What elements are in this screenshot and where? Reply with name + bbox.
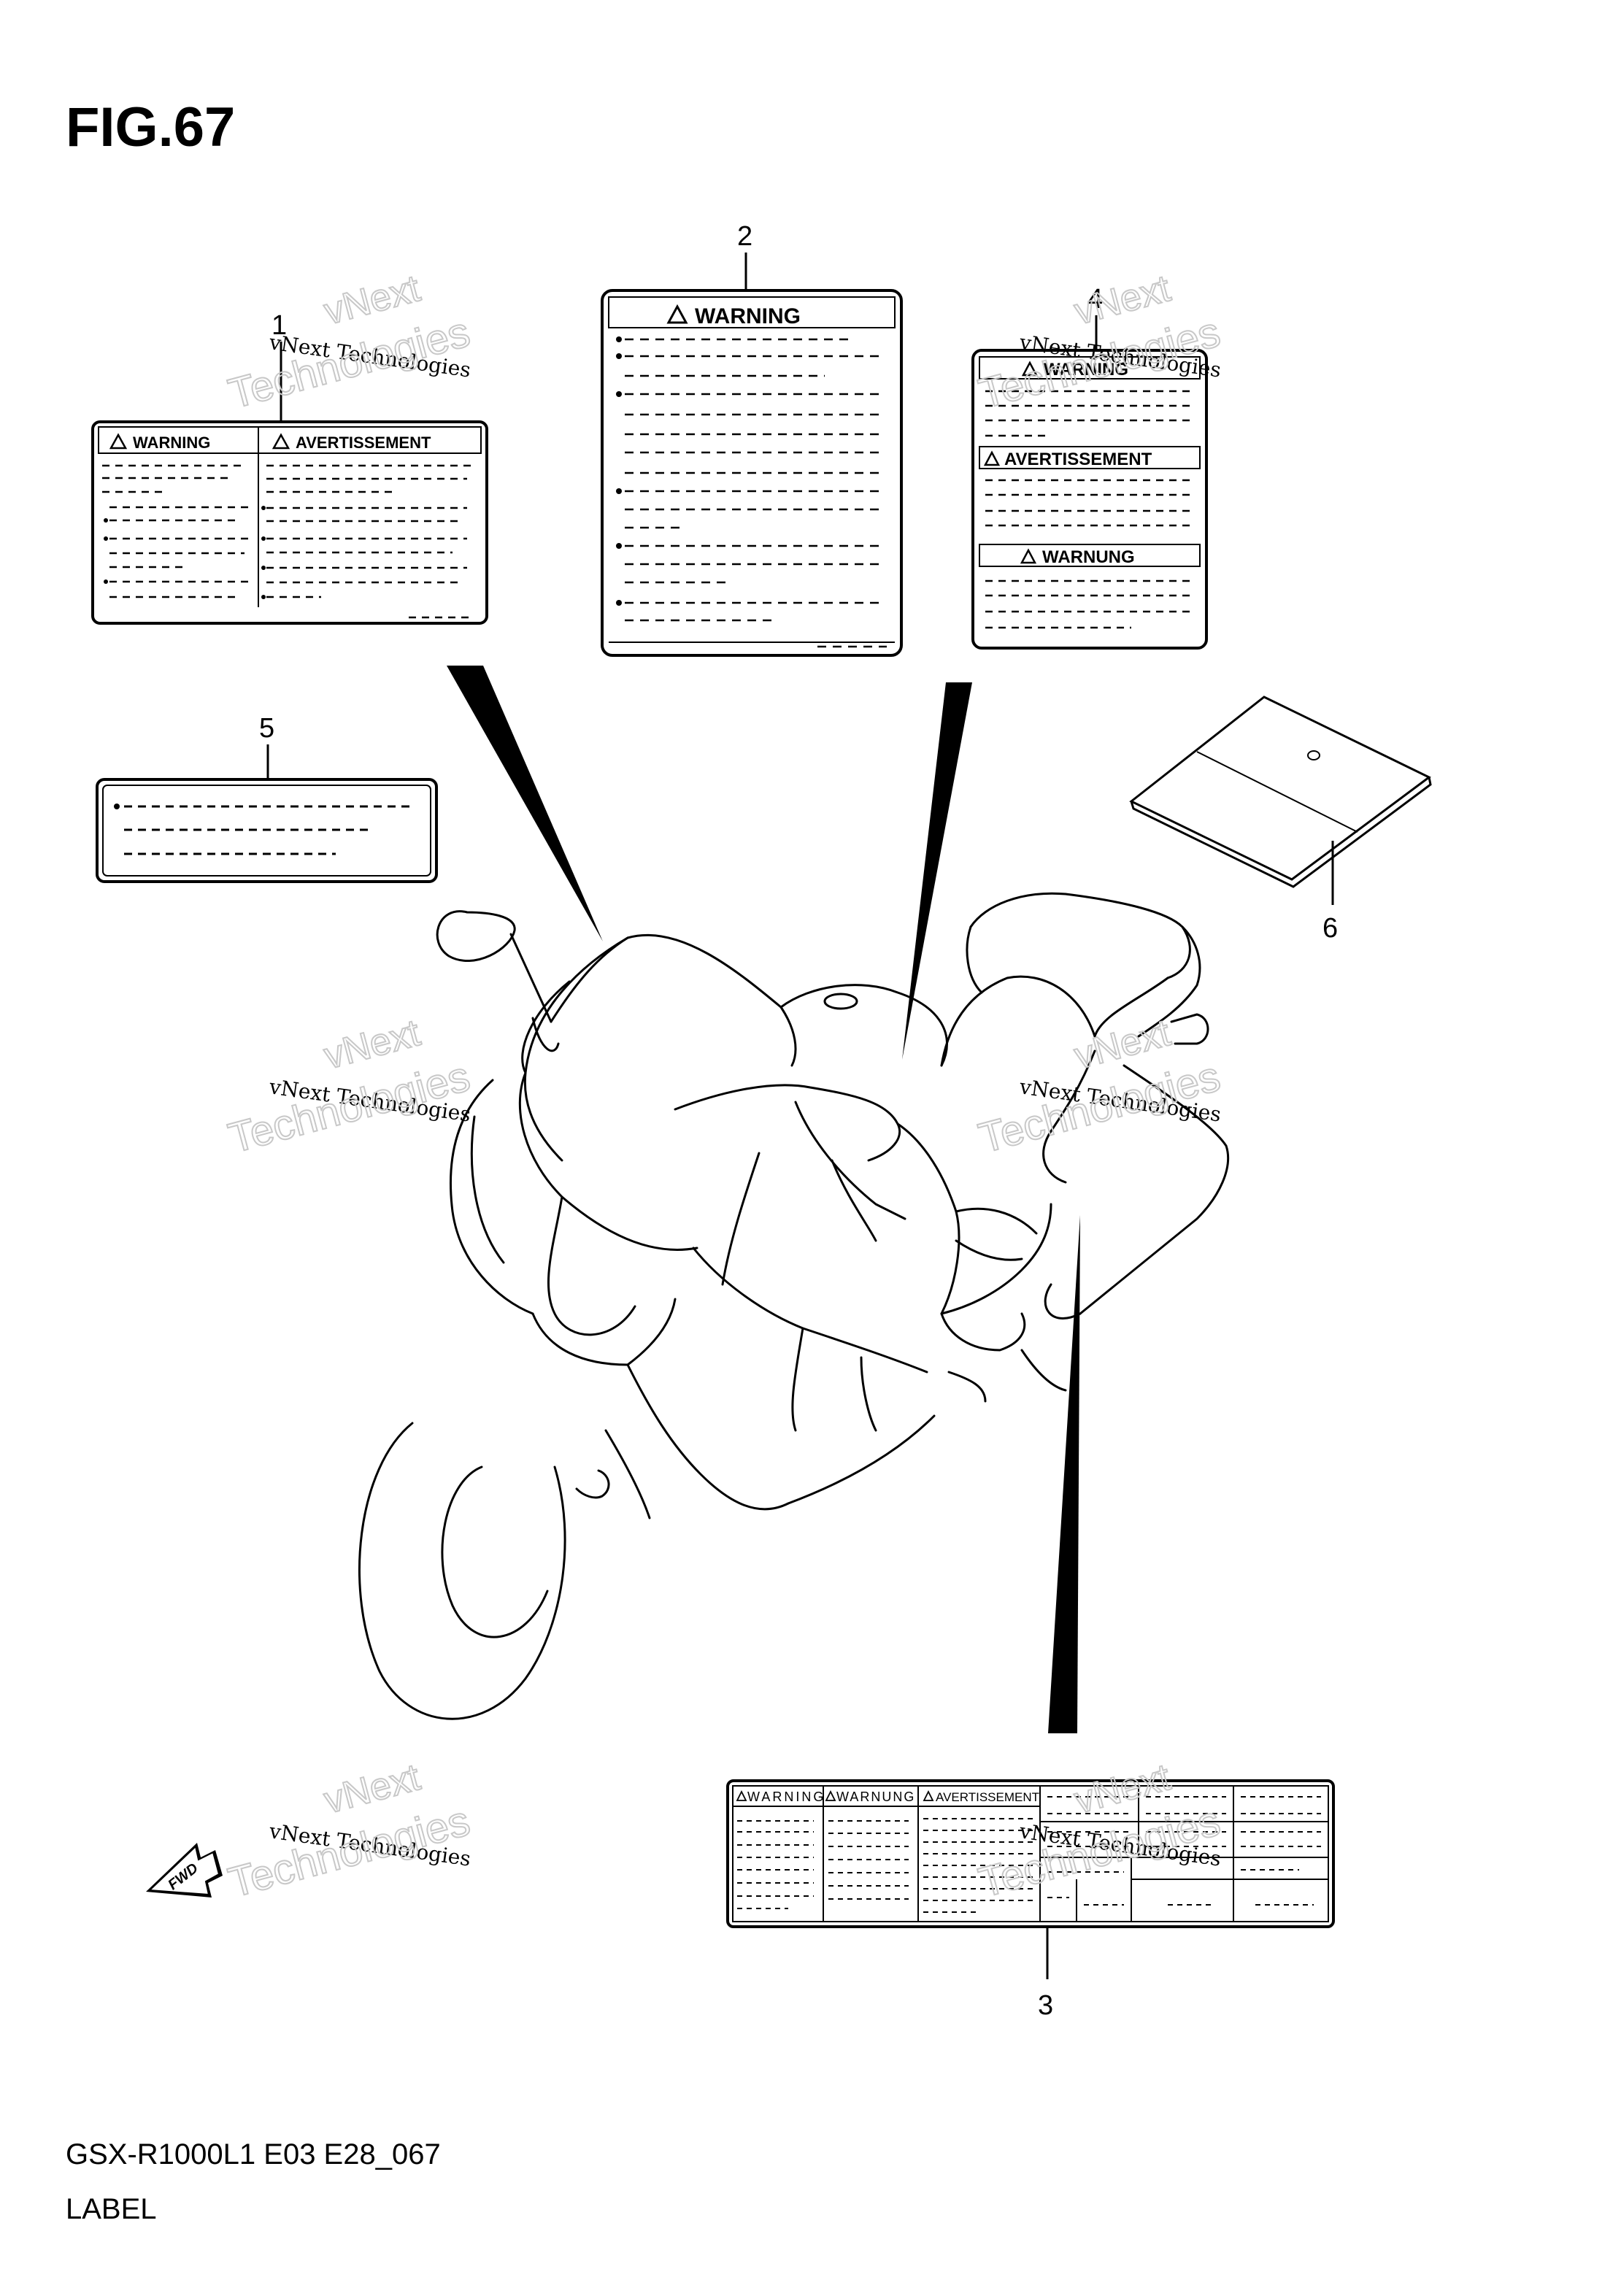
callout-5: 5 (259, 713, 274, 744)
label-3-warnung-heading: WARNUNG (836, 1790, 915, 1804)
label-4-warning-heading: WARNING (1044, 360, 1128, 380)
motorcycle-illustration (358, 892, 1230, 1720)
callout-3: 3 (1038, 1990, 1053, 2021)
warning-icon (1021, 361, 1039, 377)
callout-2: 2 (737, 221, 752, 252)
watermark-4: vNext Technologies vNext Technologies (974, 1011, 1226, 1163)
pointer-label-3 (1048, 1215, 1080, 1733)
label-1-avertissement-heading: AVERTISSEMENT (296, 434, 431, 452)
callout-1: 1 (272, 310, 287, 341)
label-1[interactable]: WARNING AVERTISSEMENT (91, 420, 488, 625)
watermark-3: vNext Technologies vNext Technologies (223, 1011, 476, 1163)
label-1-warning-heading: WARNING (133, 434, 210, 452)
warning-icon (666, 304, 688, 324)
warning-icon (272, 433, 290, 450)
figure-caption: LABEL (66, 2193, 157, 2225)
pointer-label-1 (447, 666, 603, 941)
model-code: GSX-R1000L1 E03 E28_067 (66, 2138, 441, 2170)
pointer-label-2 (902, 682, 972, 1060)
label-4-warnung-heading: WARNUNG (1042, 547, 1135, 567)
warning-icon (736, 1790, 747, 1801)
label-4[interactable]: WARNING AVERTISSEMENT WARNUNG (971, 349, 1208, 650)
label-2-warning-heading: WARNING (695, 304, 801, 328)
warning-icon (825, 1790, 836, 1801)
label-3-warning-heading: WARNING (747, 1790, 825, 1804)
callout-4: 4 (1087, 284, 1103, 315)
item-6-sheet[interactable] (1129, 696, 1432, 888)
fwd-arrow-icon[interactable]: FWD (146, 1843, 223, 1898)
warning-icon (109, 433, 128, 450)
label-3[interactable]: WARNING WARNUNG AVERTISSEMENT (726, 1779, 1335, 1928)
warning-icon (923, 1790, 934, 1801)
callout-6: 6 (1322, 913, 1338, 944)
label-5[interactable] (96, 778, 438, 883)
watermark-1: vNext Technologies vNext Technologies (223, 266, 476, 419)
figure-title: FIG.67 (66, 96, 235, 158)
warning-icon (1020, 548, 1037, 564)
label-2[interactable]: WARNING (601, 289, 903, 657)
watermark-5: vNext Technologies vNext Technologies (223, 1755, 476, 1908)
label-4-avertissement-heading: AVERTISSEMENT (1004, 450, 1152, 469)
label-3-avertissement-heading: AVERTISSEMENT (936, 1790, 1039, 1804)
warning-icon (983, 450, 1001, 466)
